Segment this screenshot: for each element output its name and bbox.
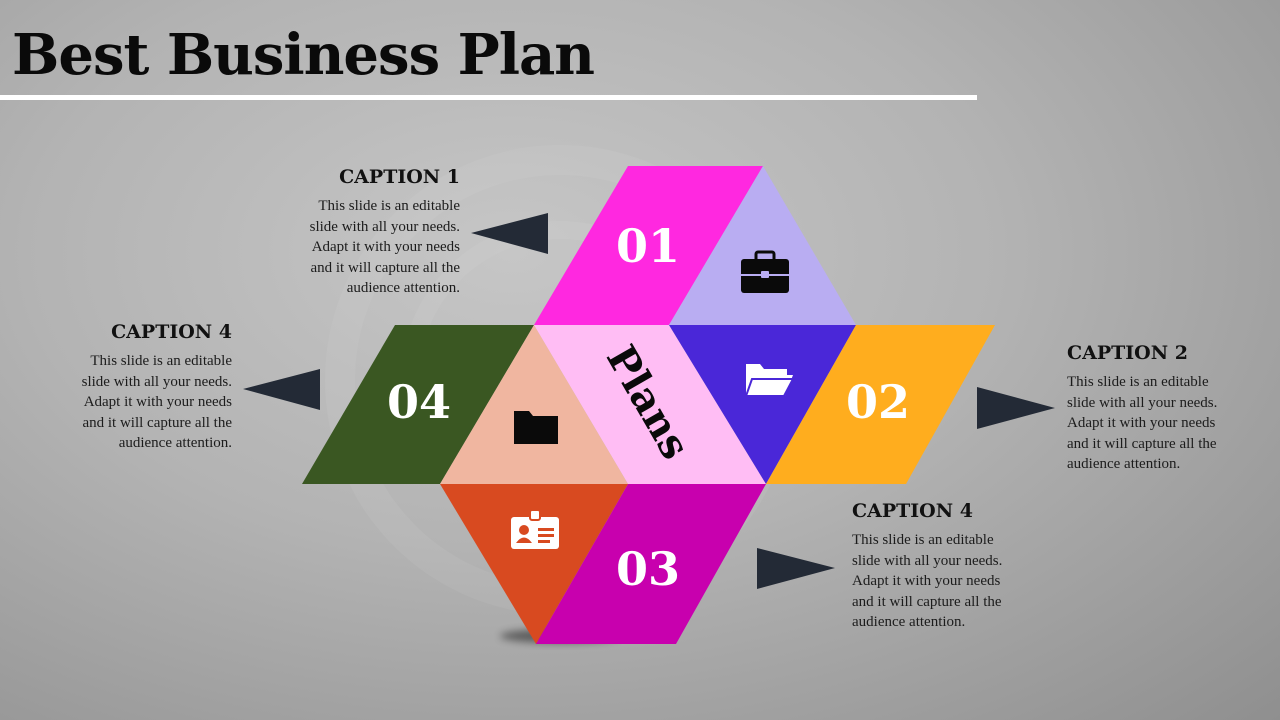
caption-line: and it will capture all the	[82, 414, 232, 431]
slide-title: Best Business Plan	[12, 22, 595, 88]
caption-line: audience attention.	[1067, 456, 1181, 473]
folder-icon	[514, 411, 558, 444]
segment-01-number: 01	[616, 219, 680, 273]
title-underline	[0, 95, 977, 100]
caption-2: CAPTION 2 This slide is an editable slid…	[1067, 342, 1272, 475]
caption-4-left-title: CAPTION 4	[111, 321, 232, 343]
segment-01-icon-triangle	[669, 166, 856, 325]
caption-4-right-text: This slide is an editable slide with all…	[852, 530, 1092, 633]
caption-4-left-text: This slide is an editable slide with all…	[0, 351, 232, 454]
caption-line: audience attention.	[346, 280, 460, 297]
caption-line: This slide is an editable	[852, 532, 994, 548]
segment-04-number: 04	[387, 375, 451, 429]
segment-03-icon-triangle	[440, 484, 628, 644]
caption-2-title: CAPTION 2	[1067, 342, 1188, 364]
folder-open-icon	[744, 364, 795, 397]
arrow-pointer-caption-1	[471, 213, 548, 254]
caption-line: This slide is an editable	[1067, 374, 1209, 390]
caption-1: CAPTION 1 This slide is an editable slid…	[220, 166, 460, 299]
caption-2-text: This slide is an editable slide with all…	[1067, 372, 1272, 475]
caption-line: This slide is an editable	[318, 198, 460, 214]
caption-4-right-title: CAPTION 4	[852, 500, 973, 522]
caption-line: Adapt it with your needs	[852, 573, 1001, 590]
segment-04-icon-triangle	[440, 325, 628, 484]
segment-03-number: 03	[616, 542, 680, 596]
id-card-icon	[511, 509, 559, 549]
caption-4-left: CAPTION 4 This slide is an editable slid…	[0, 321, 232, 454]
arrow-pointer-caption-4-right	[757, 548, 835, 589]
caption-line: This slide is an editable	[90, 353, 232, 369]
caption-4-right: CAPTION 4 This slide is an editable slid…	[852, 500, 1092, 633]
caption-line: slide with all your needs.	[1067, 394, 1218, 411]
caption-line: and it will capture all the	[852, 593, 1002, 610]
caption-line: and it will capture all the	[310, 259, 460, 276]
caption-line: slide with all your needs.	[852, 552, 1003, 569]
center-parallelogram	[534, 325, 766, 484]
caption-line: audience attention.	[118, 435, 232, 452]
segment-02-parallelogram	[766, 325, 995, 484]
caption-1-title: CAPTION 1	[339, 166, 460, 188]
segment-02-icon-triangle	[669, 325, 856, 484]
caption-line: audience attention.	[852, 614, 966, 631]
caption-line: Adapt it with your needs	[311, 239, 460, 256]
caption-line: slide with all your needs.	[309, 218, 460, 235]
segment-04-parallelogram	[302, 325, 534, 484]
briefcase-icon	[741, 250, 789, 293]
segment-03-parallelogram	[536, 484, 766, 644]
caption-line: and it will capture all the	[1067, 435, 1217, 452]
caption-1-text: This slide is an editable slide with all…	[220, 196, 460, 299]
arrow-pointer-caption-2	[977, 387, 1055, 429]
arrow-pointer-caption-4-left	[243, 369, 320, 410]
caption-line: Adapt it with your needs	[83, 394, 232, 411]
segment-02-number: 02	[846, 375, 910, 429]
caption-line: slide with all your needs.	[81, 373, 232, 390]
caption-line: Adapt it with your needs	[1067, 415, 1216, 432]
segment-01-parallelogram	[534, 166, 763, 325]
